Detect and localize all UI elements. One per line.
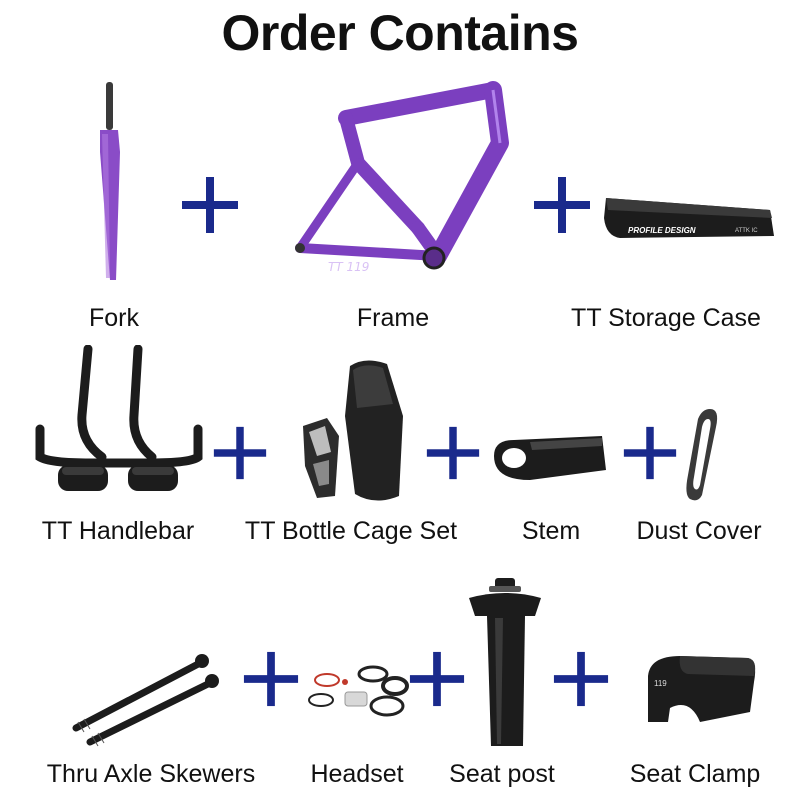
caption-handlebar: TT Handlebar [41,517,195,545]
caption-dust-cover: Dust Cover [636,517,762,545]
plus-icon [212,425,268,481]
caption-fork: Fork [89,304,139,332]
plus-icon [425,425,481,481]
page-title: Order Contains [221,5,579,61]
handlebar-icon [30,345,210,505]
headset-icon [305,660,415,720]
caption-seatpost: Seat post [449,760,555,788]
caption-thru-axle: Thru Axle Skewers [46,760,256,788]
caption-storage-case: TT Storage Case [571,304,761,332]
plus-icon [622,425,678,481]
caption-frame: Frame [356,304,430,332]
frame-icon: TT 119 [288,78,513,278]
case-brand: PROFILE DESIGN [628,226,696,235]
plus-icon [532,175,592,235]
plus-icon [180,175,240,235]
fork-icon [80,82,140,282]
bottle-cage-icon [295,356,415,506]
caption-stem: Stem [521,517,581,545]
storage-case-icon: PROFILE DESIGN ATTK IC [600,188,780,246]
thru-axle-icon [62,650,222,750]
caption-headset: Headset [310,760,404,788]
plus-icon [552,650,610,708]
caption-bottle-cage: TT Bottle Cage Set [244,517,458,545]
case-model: ATTK IC [735,228,758,234]
plus-icon [408,650,466,708]
clamp-mark: 119 [654,679,667,688]
seatpost-icon [465,576,545,748]
dust-cover-icon [680,405,724,505]
seat-clamp-icon: 119 [640,652,760,724]
caption-seat-clamp: Seat Clamp [629,760,761,788]
plus-icon [242,650,300,708]
stem-icon [490,430,610,486]
frame-decal: TT 119 [328,260,369,274]
